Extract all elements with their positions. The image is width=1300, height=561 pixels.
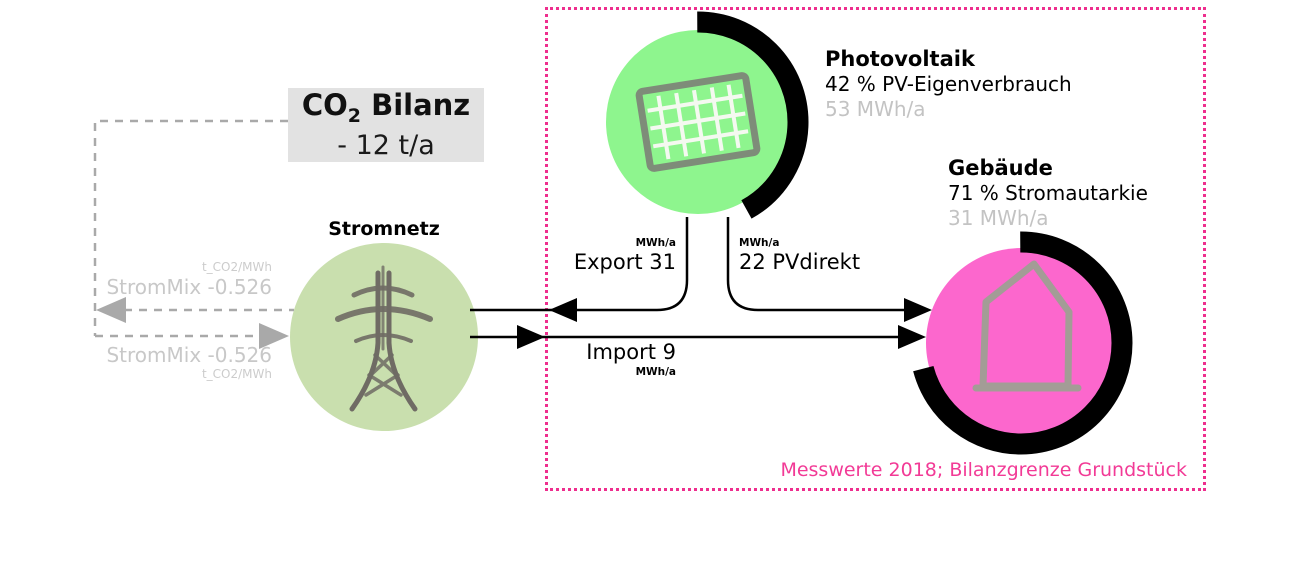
pv-self-consumption-text: 42 % PV-Eigenverbrauch [825, 72, 1072, 96]
house-icon [972, 260, 1082, 392]
pvdirekt-flow-value: 22 PVdirekt [739, 250, 861, 274]
import-flow-label: Import 9 MWh/a [496, 340, 676, 379]
co2-export-arrowhead [96, 297, 126, 323]
strommix-import-label: StromMix -0.526 t_CO2/MWh [60, 343, 272, 382]
solar-panel-icon [635, 72, 761, 172]
strommix-export-unit: t_CO2/MWh [201, 260, 272, 274]
building-node-circle [926, 248, 1116, 438]
grid-node-label: Stromnetz [328, 218, 440, 240]
pv-yearly-amount: 53 MWh/a [825, 97, 926, 121]
export-flow-value: Export 31 [573, 250, 676, 274]
pvdirekt-flow-label: MWh/a 22 PVdirekt [739, 236, 939, 275]
import-flow-unit: MWh/a [635, 366, 676, 378]
measurement-note: Messwerte 2018; Bilanzgrenze Grundstück [780, 459, 1187, 481]
pv-title: Photovoltaik [825, 47, 975, 71]
strommix-import-value: StromMix -0.526 [106, 343, 272, 367]
pv-node-circle [606, 30, 790, 214]
export-flow-unit: MWh/a [635, 237, 676, 249]
pv-node-text: Photovoltaik 42 % PV-Eigenverbrauch 53 M… [825, 46, 1125, 122]
co2-balance-box: CO2 Bilanz - 12 t/a [288, 88, 484, 162]
building-title: Gebäude [948, 156, 1053, 180]
strommix-export-label: t_CO2/MWh StromMix -0.526 [60, 260, 272, 299]
grid-node-circle [290, 243, 478, 431]
pvdirekt-flow-unit: MWh/a [739, 237, 780, 249]
co2-balance-value: - 12 t/a [337, 130, 435, 162]
co2-dashed-path [93, 119, 294, 338]
co2-balance-title: CO2 Bilanz [301, 87, 471, 127]
import-flow-value: Import 9 [586, 340, 676, 364]
building-yearly-amount: 31 MWh/a [948, 206, 1049, 230]
strommix-export-value: StromMix -0.526 [106, 275, 272, 299]
power-pylon-icon [335, 265, 433, 412]
export-flow-label: MWh/a Export 31 [496, 236, 676, 275]
building-autarky-text: 71 % Stromautarkie [948, 181, 1148, 205]
strommix-import-unit: t_CO2/MWh [201, 367, 272, 381]
building-node-text: Gebäude 71 % Stromautarkie 31 MWh/a [948, 155, 1248, 231]
